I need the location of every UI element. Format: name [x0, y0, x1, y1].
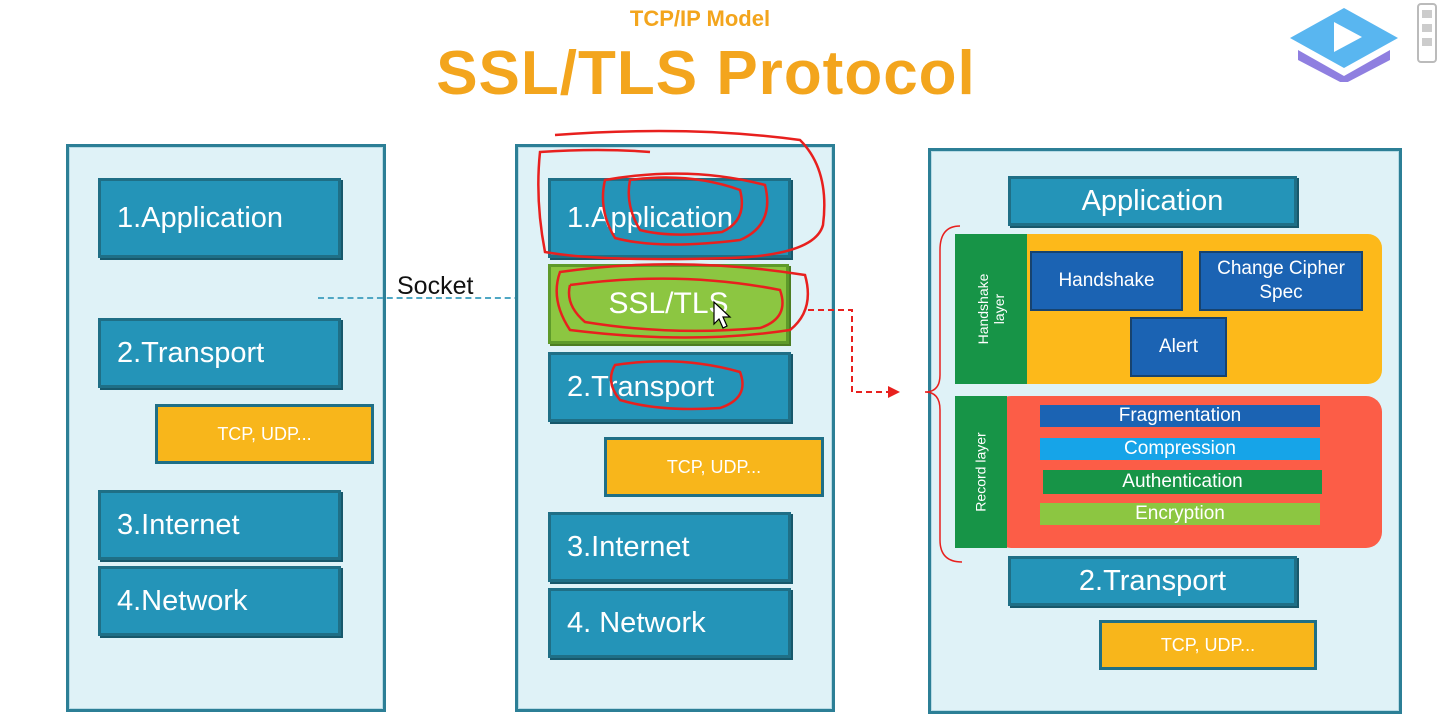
left-internet-layer: 3.Internet: [98, 490, 341, 560]
middle-transport-layer: 2.Transport: [548, 352, 791, 422]
socket-connector-line: [318, 297, 550, 299]
authentication-bar: Authentication: [1043, 470, 1322, 494]
handshake-layer-label: Handshake layer: [955, 234, 1027, 384]
right-protocols-box: TCP, UDP...: [1099, 620, 1317, 670]
video-player-logo-icon: [1284, 2, 1442, 84]
arrow-head-icon: [888, 386, 900, 398]
alert-box: Alert: [1130, 317, 1227, 377]
handshake-box: Handshake: [1030, 251, 1183, 311]
record-layer-label: Record layer: [955, 396, 1007, 548]
left-protocols-box: TCP, UDP...: [155, 404, 374, 464]
diagram-title: SSL/TLS Protocol: [436, 39, 976, 108]
socket-label: Socket: [397, 272, 474, 300]
right-application-layer: Application: [1008, 176, 1297, 226]
middle-internet-layer: 3.Internet: [548, 512, 791, 582]
fragmentation-bar: Fragmentation: [1040, 405, 1320, 427]
middle-network-layer: 4. Network: [548, 588, 791, 658]
middle-application-layer: 1.Application: [548, 178, 791, 258]
middle-ssl-tls-layer: SSL/TLS: [548, 264, 789, 344]
diagram-subtitle: TCP/IP Model: [629, 6, 771, 31]
left-application-layer: 1.Application: [98, 178, 341, 258]
left-transport-layer: 2.Transport: [98, 318, 341, 388]
left-network-layer: 4.Network: [98, 566, 341, 636]
compression-bar: Compression: [1040, 438, 1320, 460]
right-transport-layer: 2.Transport: [1008, 556, 1297, 606]
encryption-bar: Encryption: [1040, 503, 1320, 525]
middle-protocols-box: TCP, UDP...: [604, 437, 824, 497]
change-cipher-spec-box: Change Cipher Spec: [1199, 251, 1363, 311]
